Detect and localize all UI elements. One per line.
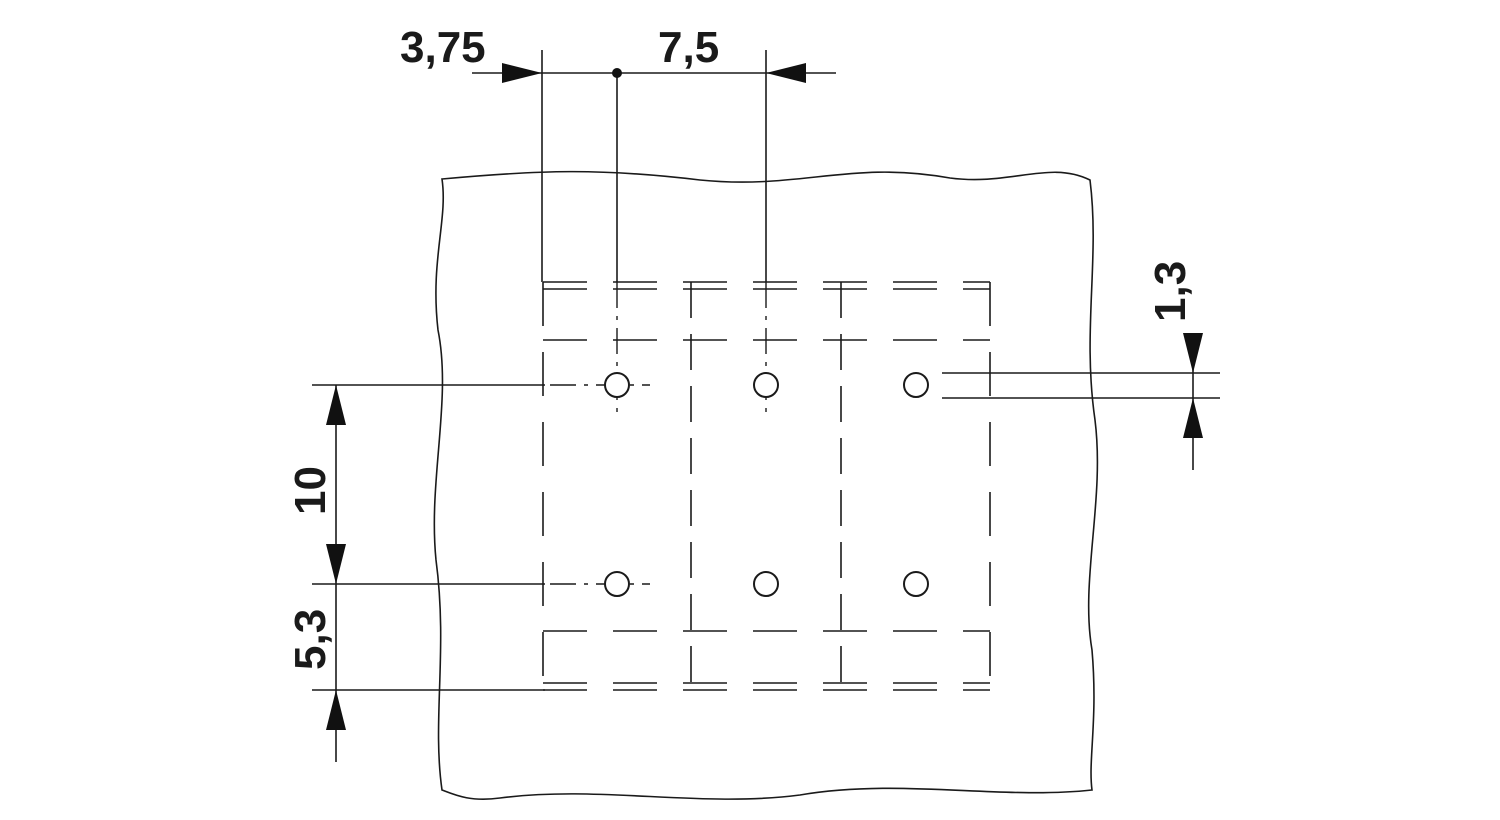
arrow-left-icon (766, 63, 806, 83)
arrow-up-icon (1183, 398, 1203, 438)
dimension-top: 3,75 7,5 (400, 23, 836, 282)
pcb-board-outline (433, 170, 1099, 800)
dimension-hole-diameter: 1,3 (942, 261, 1220, 470)
dimension-origin-dot (612, 68, 622, 78)
arrow-up-icon (326, 385, 346, 425)
drill-holes (604, 372, 929, 597)
drill-hole (753, 571, 779, 597)
dimension-offset-label: 3,75 (400, 23, 486, 72)
arrow-right-icon (502, 63, 542, 83)
arrow-down-icon (1183, 333, 1203, 373)
drill-hole (903, 372, 929, 398)
arrow-up-icon (326, 690, 346, 730)
drill-hole (903, 571, 929, 597)
dimension-left: 10 5,3 (286, 384, 545, 762)
dimension-hole-diameter-label: 1,3 (1146, 261, 1195, 322)
drill-hole (604, 571, 630, 597)
dimension-row-spacing-label: 10 (286, 466, 335, 515)
dimension-pitch-label: 7,5 (658, 23, 719, 72)
drill-hole (604, 372, 630, 398)
drill-hole (753, 372, 779, 398)
arrow-down-icon (326, 544, 346, 584)
dimension-edge-offset-label: 5,3 (286, 609, 335, 670)
